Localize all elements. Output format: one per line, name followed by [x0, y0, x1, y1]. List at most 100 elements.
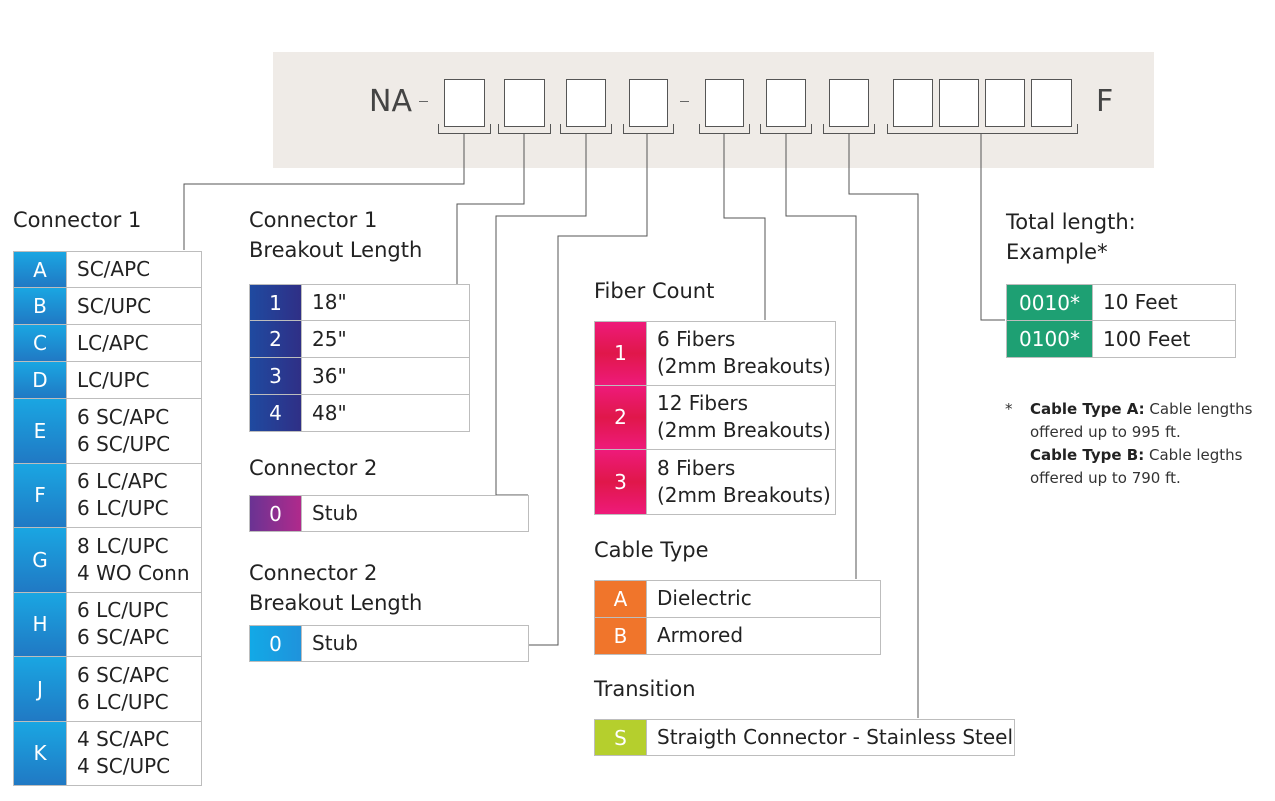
description-line: 10 Feet — [1103, 290, 1178, 314]
breakout1-code: 3 — [250, 358, 301, 394]
slot-bracket — [760, 124, 812, 134]
fiber-count-title: Fiber Count — [594, 279, 715, 303]
description-line: 6 LC/UPC — [77, 598, 169, 623]
connector1-description: SC/APC — [66, 252, 201, 287]
connector2-row: 0 Stub — [249, 495, 529, 532]
connector1-description: LC/APC — [66, 325, 201, 361]
description-line: 6 SC/APC — [77, 404, 170, 429]
connector1-code: G — [14, 528, 66, 592]
connector2-title: Connector 2 — [249, 456, 378, 480]
breakout1-description: 36" — [301, 358, 469, 394]
slot-connector2 — [566, 79, 606, 127]
slot-bracket — [438, 124, 491, 134]
total-length-code: 0100* — [1007, 321, 1092, 357]
slot-length-digit — [893, 79, 933, 127]
transition-row: S Straigth Connector - Stainless Steel — [594, 719, 1015, 756]
connector1-code: F — [14, 463, 66, 527]
description-line: 6 SC/UPC — [77, 431, 171, 456]
slot-bracket — [560, 124, 612, 134]
breakout2-code: 0 — [250, 626, 301, 661]
breakout2-title-line2: Breakout Length — [249, 591, 423, 615]
connector1-code: H — [14, 592, 66, 656]
breakout2-description: Stub — [301, 626, 528, 661]
breakout1-description: 48" — [301, 395, 469, 431]
description-line: 12 Fibers — [657, 391, 749, 416]
slot-length-digit — [985, 79, 1025, 127]
slot-bracket — [887, 124, 1078, 134]
description-line: Armored — [657, 623, 744, 648]
leader-cable-type — [785, 134, 857, 579]
part-number-dash — [419, 101, 428, 102]
description-line: (2mm Breakouts) — [657, 354, 831, 379]
footnote-b-text: Cable legths — [1144, 446, 1243, 464]
connector2-code: 0 — [250, 496, 301, 531]
cable-type-description: Armored — [646, 617, 880, 654]
total-length-description: 100 Feet — [1092, 321, 1235, 357]
slot-breakout2 — [629, 79, 668, 127]
description-line: 4 SC/APC — [77, 727, 170, 752]
leader-breakout2 — [528, 134, 648, 646]
footnote-a-text: Cable lengths — [1144, 400, 1253, 418]
description-line: 6 LC/UPC — [77, 496, 169, 521]
connector2-description: Stub — [301, 496, 528, 531]
transition-table: S Straigth Connector - Stainless Steel — [594, 719, 1015, 756]
part-number-suffix: F — [1096, 84, 1114, 119]
slot-transition — [829, 79, 869, 127]
cable-type-title: Cable Type — [594, 538, 709, 562]
description-line: 48" — [312, 400, 347, 425]
breakout2-table: 0 Stub — [249, 625, 529, 662]
slot-breakout1 — [504, 79, 545, 127]
total-length-row: 0100* 100 Feet — [1006, 321, 1236, 358]
footnote-b-text-2: offered up to 790 ft. — [1030, 469, 1181, 487]
description-line: 6 SC/APC — [77, 662, 170, 687]
transition-code: S — [595, 720, 646, 755]
leader-connector2 — [495, 134, 587, 496]
description-line: 36" — [312, 363, 347, 388]
total-length-title-line2: Example* — [1006, 240, 1108, 264]
total-length-description: 10 Feet — [1092, 285, 1235, 320]
description-line: Straigth Connector - Stainless Steel — [657, 725, 1014, 749]
description-line: 100 Feet — [1103, 326, 1191, 351]
cable-type-code: B — [595, 617, 646, 654]
slot-connector1 — [444, 79, 485, 127]
fiber-count-code: 1 — [595, 322, 646, 385]
description-line: 4 WO Conn — [77, 560, 190, 585]
connector1-title: Connector 1 — [13, 208, 142, 232]
slot-length-digit — [1031, 79, 1072, 127]
description-line: Stub — [312, 631, 358, 655]
slot-fiber-count — [705, 79, 744, 127]
total-length-row: 0010*10 Feet — [1006, 284, 1236, 321]
leader-connector1 — [183, 134, 465, 250]
footnote-a-label: Cable Type A: — [1030, 400, 1145, 418]
cable-type-code: A — [595, 581, 646, 617]
breakout1-description: 25" — [301, 321, 469, 357]
description-line: Stub — [312, 501, 358, 525]
footnote-asterisk: * — [1005, 400, 1013, 418]
description-line: 8 LC/UPC — [77, 533, 169, 558]
part-number-prefix: NA — [369, 84, 412, 119]
description-line: SC/UPC — [77, 293, 152, 318]
connector1-code: K — [14, 721, 66, 785]
breakout1-code: 2 — [250, 321, 301, 357]
fiber-count-description: 6 Fibers(2mm Breakouts) — [646, 322, 835, 385]
breakout1-title-line2: Breakout Length — [249, 238, 423, 262]
connector1-code: D — [14, 362, 66, 398]
description-line: 6 LC/APC — [77, 469, 168, 494]
